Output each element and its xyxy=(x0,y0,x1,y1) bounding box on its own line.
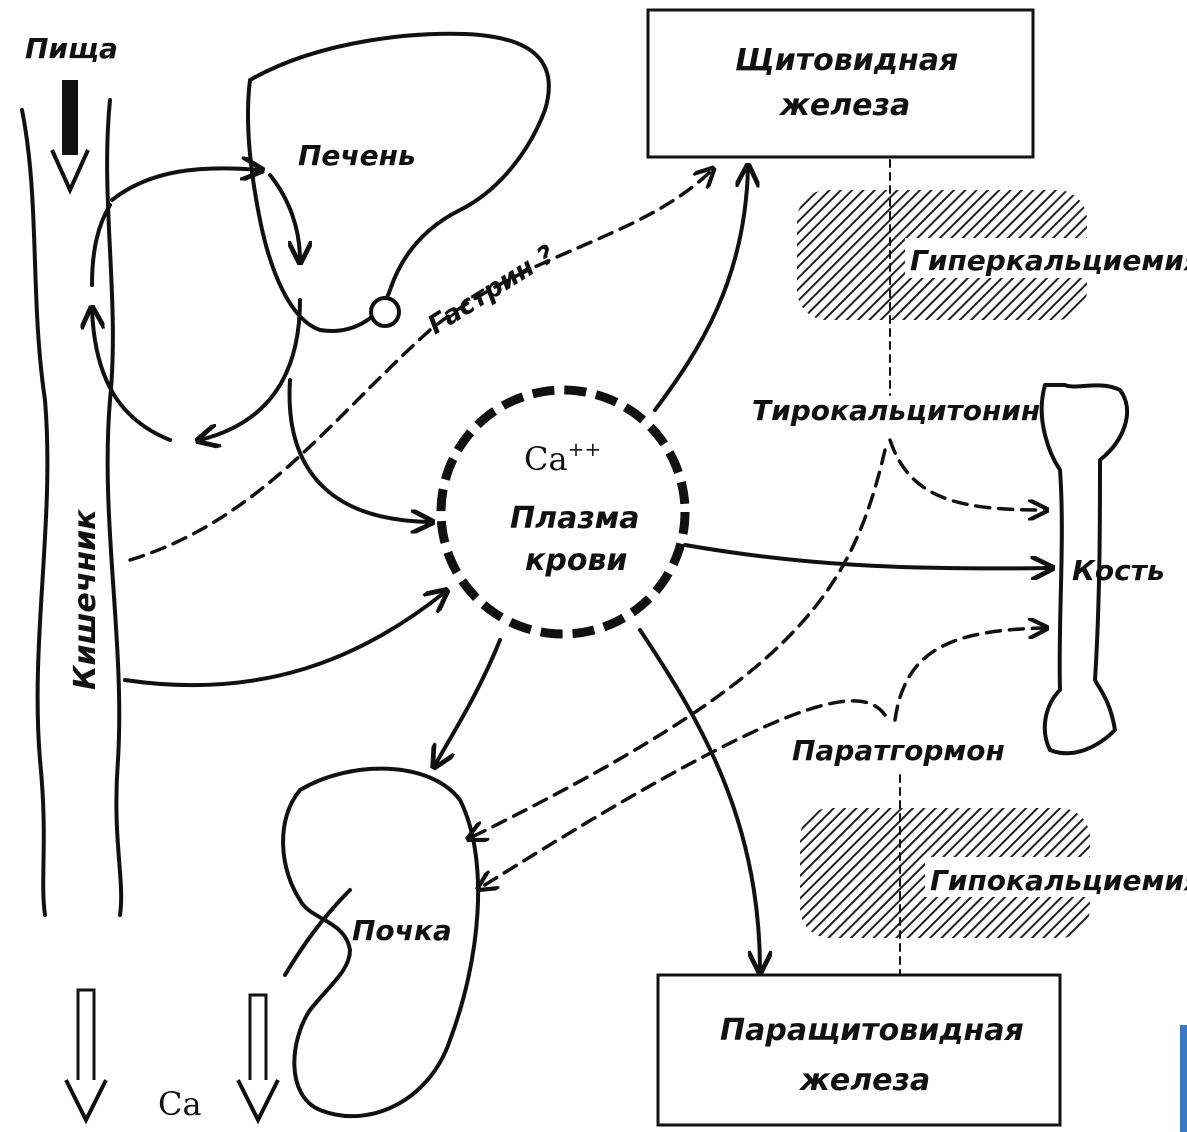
gastrin-label: Гастрин ? xyxy=(423,239,561,341)
thyroid-label-line2: железа xyxy=(778,88,910,123)
parathyroid-box xyxy=(658,975,1060,1125)
thyrocalcitonin-to-bone-arrow xyxy=(890,440,1045,510)
calcium-charge: ++ xyxy=(568,437,602,461)
thyroid-label-line1: Щитовидная xyxy=(735,43,958,78)
plasma-to-bone-arrow xyxy=(685,545,1050,568)
hypocalcemia-label: Гипокальциемия xyxy=(930,864,1187,897)
excreted-calcium-label: Ca xyxy=(158,1085,202,1123)
food-label: Пища xyxy=(25,32,118,65)
intestine-to-plasma-arrow xyxy=(125,592,445,685)
food-arrow-icon xyxy=(52,80,88,190)
calcium-label: Ca++ xyxy=(524,437,601,478)
liver-to-plasma-arrow xyxy=(290,380,430,522)
kidney-label: Почка xyxy=(352,914,452,947)
liver-label: Печень xyxy=(298,139,416,172)
right-edge-accent xyxy=(1180,1025,1187,1132)
hypercalcemia-label: Гиперкальциемия xyxy=(910,244,1187,277)
intestine-tube xyxy=(22,100,121,915)
enterohepatic-loop xyxy=(92,168,300,440)
thyroid-box xyxy=(648,10,1033,157)
parathormone-to-bone-arrow xyxy=(895,628,1045,720)
thyrocalcitonin-label: Тирокальцитонин xyxy=(752,394,1040,427)
bone-label: Кость xyxy=(1072,554,1165,587)
plasma-to-parathyroid-arrow xyxy=(640,630,760,970)
parathormone-label: Паратгормон xyxy=(792,734,1005,767)
plasma-label-line2: крови xyxy=(525,543,627,578)
intestine-label: Кишечник xyxy=(68,509,103,690)
plasma-to-kidney-arrow xyxy=(435,640,500,765)
fecal-excretion-arrow-icon xyxy=(66,990,106,1120)
plasma-label-line1: Плазма xyxy=(510,501,640,536)
parathyroid-label-line2: железа xyxy=(798,1063,930,1098)
parathyroid-label-line1: Паращитовидная xyxy=(720,1013,1024,1048)
urinary-excretion-arrow-icon xyxy=(238,995,278,1120)
calcium-symbol: Ca xyxy=(524,440,568,478)
